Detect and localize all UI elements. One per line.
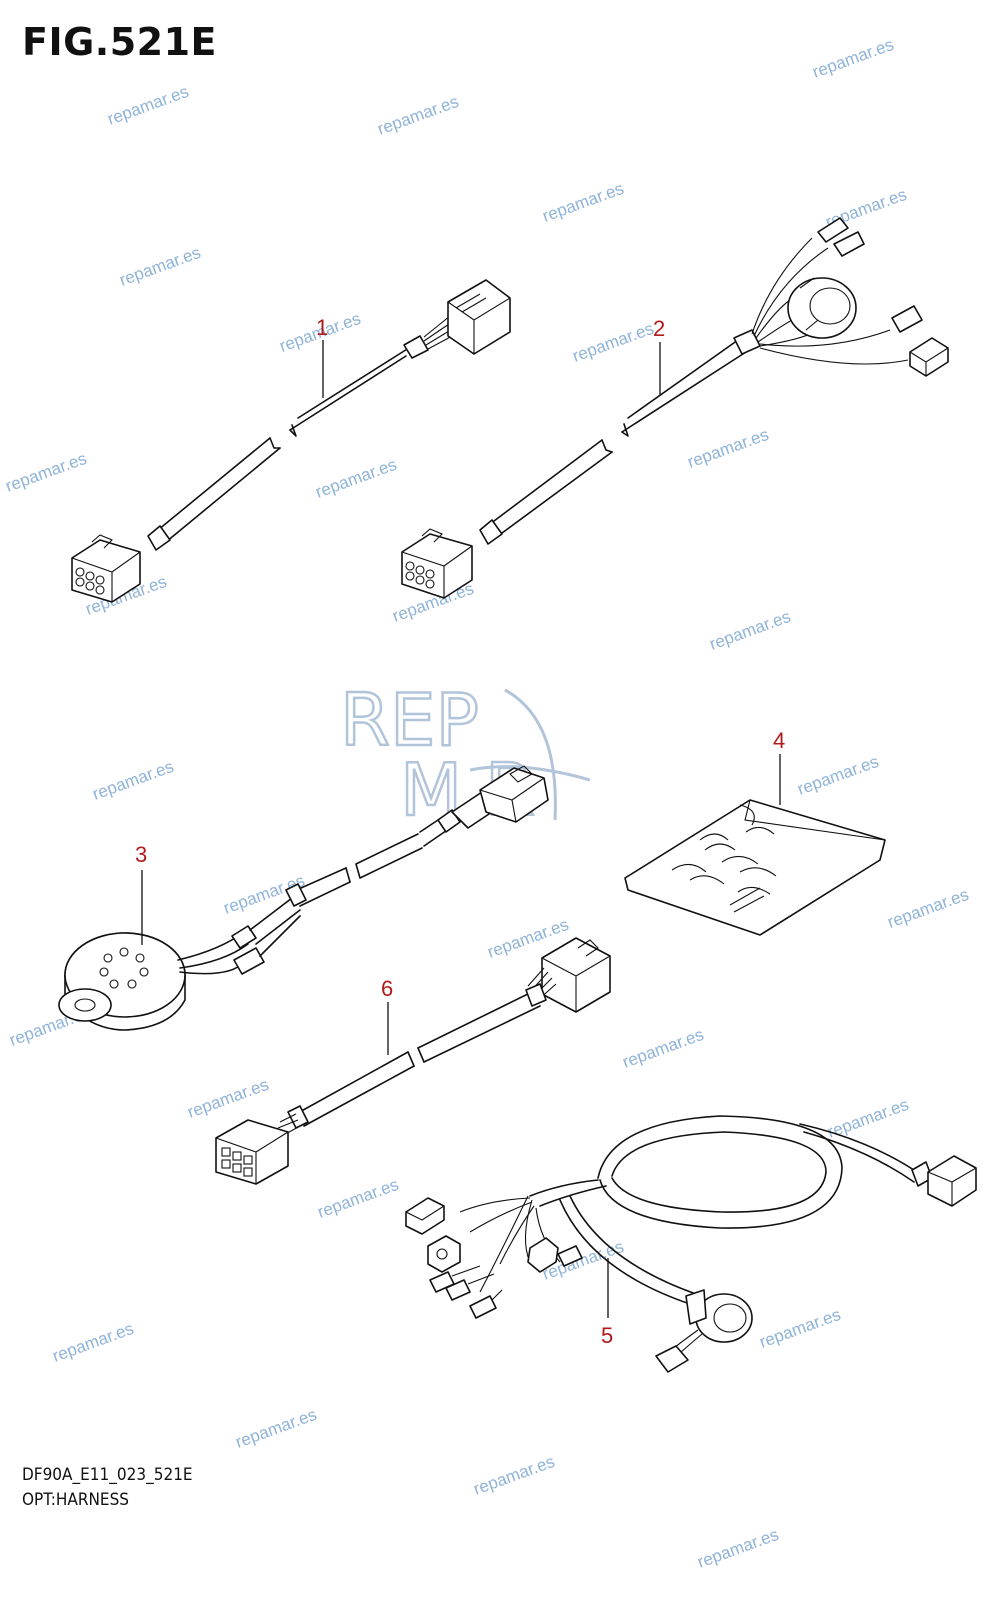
watermark-text: repamar.es xyxy=(50,1319,136,1366)
watermark-text: repamar.es xyxy=(885,885,971,932)
watermark-text: repamar.es xyxy=(471,1452,557,1499)
watermark-text: repamar.es xyxy=(810,35,896,82)
part-1-harness: 1 xyxy=(71,279,511,603)
section-name: OPT:HARNESS xyxy=(22,1490,129,1510)
sail-icon xyxy=(504,688,557,821)
watermark-text: repamar.es xyxy=(620,1025,706,1072)
watermark-text: repamar.es xyxy=(185,1075,271,1122)
part-4-parts-bag: 4 xyxy=(624,728,886,936)
part-5-harness: 5 xyxy=(405,1115,977,1373)
figure-title: FIG.521E xyxy=(22,20,218,64)
callout-3: 3 xyxy=(135,842,147,867)
callout-4: 4 xyxy=(773,728,785,753)
watermark-text: repamar.es xyxy=(757,1305,843,1352)
watermark-text: repamar.es xyxy=(315,1175,401,1222)
part-6-harness: 6 xyxy=(215,937,611,1185)
watermark-text: repamar.es xyxy=(233,1405,319,1452)
logo-text-top: REP xyxy=(340,678,479,762)
callout-5: 5 xyxy=(601,1323,613,1348)
watermark-text: repamar.es xyxy=(795,752,881,799)
callout-6: 6 xyxy=(381,976,393,1001)
watermark-text: repamar.es xyxy=(685,425,771,472)
watermark-text: repamar.es xyxy=(375,92,461,139)
watermark-text: repamar.es xyxy=(570,319,656,366)
watermark-text: repamar.es xyxy=(540,179,626,226)
watermark-text: repamar.es xyxy=(695,1525,781,1572)
part-3-buzzer: 3 xyxy=(58,765,549,1031)
part-2-harness: 2 xyxy=(401,217,949,599)
watermark-text: repamar.es xyxy=(117,243,203,290)
callout-1: 1 xyxy=(316,315,328,340)
watermark-text: repamar.es xyxy=(90,757,176,804)
watermark-text: repamar.es xyxy=(105,82,191,129)
watermark-text: repamar.es xyxy=(707,607,793,654)
figure-code: DF90A_E11_023_521E xyxy=(22,1465,193,1485)
watermark-text: repamar.es xyxy=(313,455,399,502)
watermark-text: repamar.es xyxy=(3,449,89,496)
callout-2: 2 xyxy=(653,316,665,341)
